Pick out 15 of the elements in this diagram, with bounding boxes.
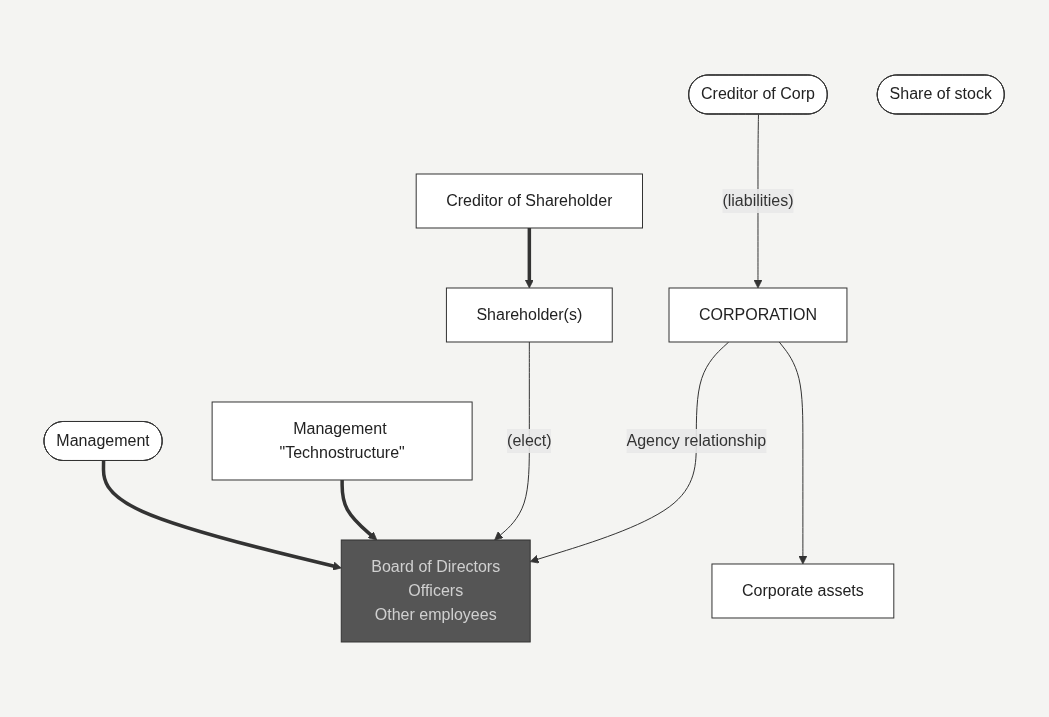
arrow [530,341,730,564]
arrow [525,228,535,289]
edge-label: (elect) [507,431,552,449]
arrow [494,341,531,541]
edge-label: Agency relationship [626,431,767,449]
node-box: Corporate assets [711,563,895,619]
edge-label: (liabilities) [722,192,794,209]
arrow [340,480,378,541]
node-box: Creditor of Shareholder [416,173,644,229]
node-box: CORPORATION [668,287,848,343]
arrow [779,341,808,565]
arrow [102,460,343,571]
node-box: Management "Technostructure" [212,401,473,481]
node-box: Board of Directors Officers Other employees [341,539,532,643]
node-box: Shareholder(s) [446,287,614,343]
